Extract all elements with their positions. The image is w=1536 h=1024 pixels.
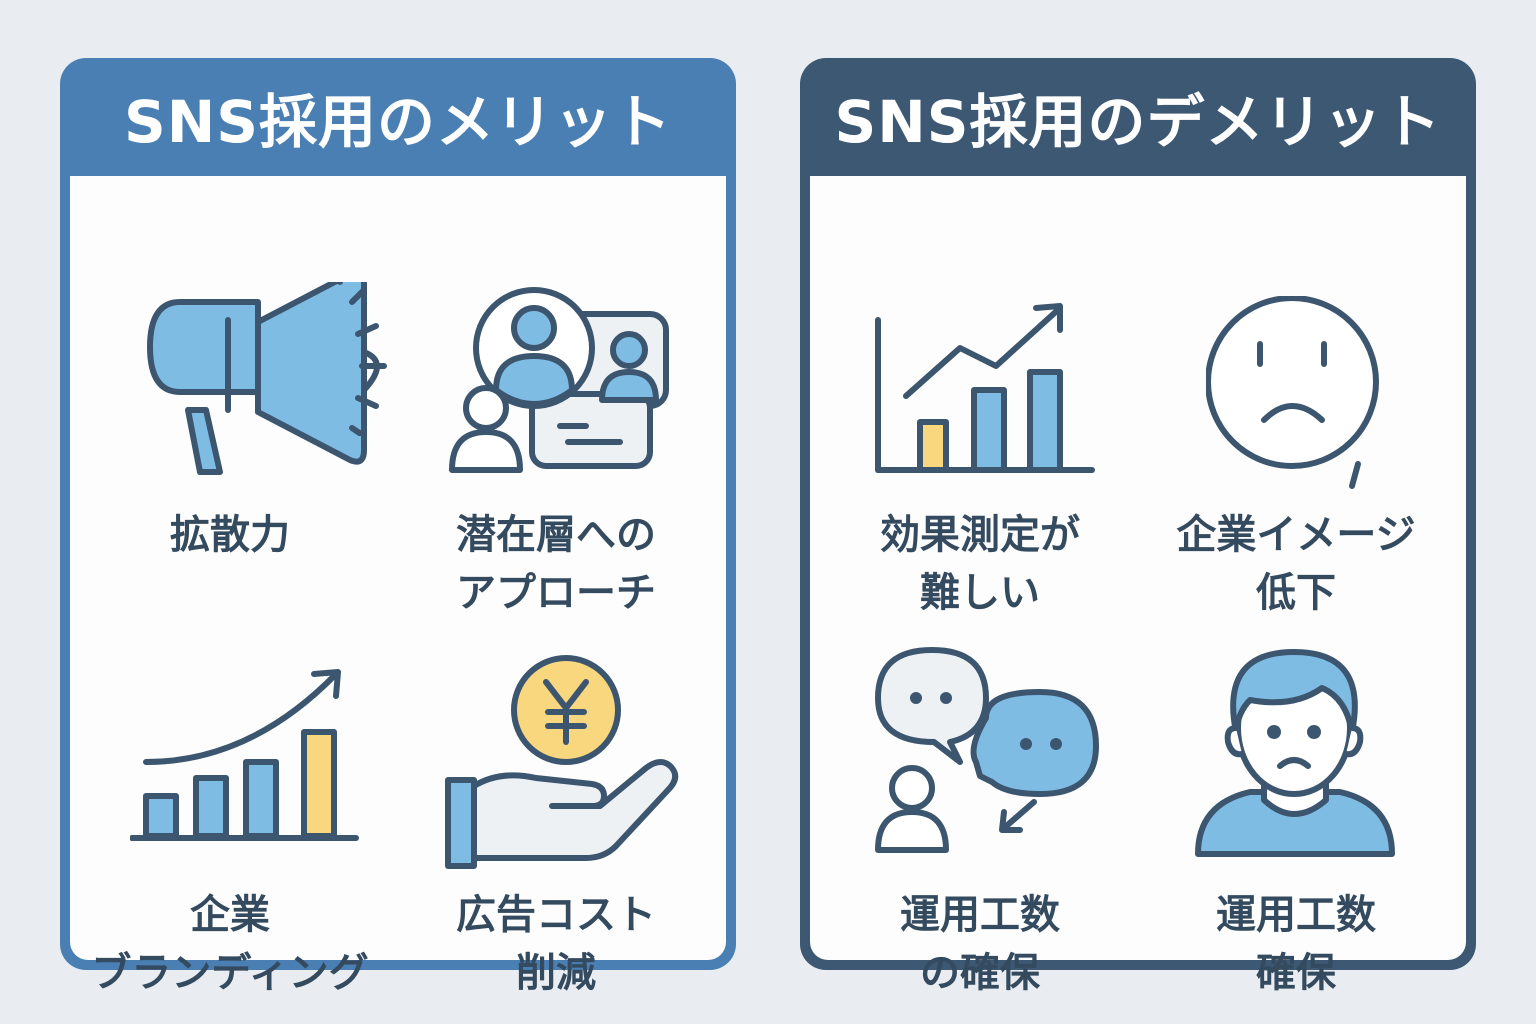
merit-item-branding: 企業 ブランディング — [70, 596, 390, 996]
sad-face-icon — [1206, 296, 1379, 489]
demerit-item-ops-resource: 運用工数 確保 — [1136, 596, 1456, 996]
merit-label-reach: 拡散力 — [170, 512, 290, 558]
merit-label-ad-cost: 広告コスト 削減 — [456, 892, 656, 996]
demerits-body: 効果測定が 難しい 企業イメージ 低下 — [810, 176, 1466, 996]
worried-person-icon — [1195, 649, 1395, 857]
demerit-item-measurement: 効果測定が 難しい — [820, 176, 1140, 616]
demerit-label-image-decline: 企業イメージ 低下 — [1176, 512, 1416, 616]
merits-body: 拡散力 潜在層への — [70, 176, 726, 996]
merits-panel: SNS採用のメリット — [60, 58, 736, 996]
trend-chart-icon — [875, 303, 1095, 473]
demerits-panel: SNS採用のデメリット 効果測定が 難しい — [800, 58, 1476, 996]
growth-bar-chart-icon — [130, 669, 359, 841]
merits-title: SNS採用のメリット — [123, 88, 673, 156]
demerit-item-ops-workload: 運用工数 の確保 — [820, 596, 1140, 996]
merit-item-reach: 拡散力 — [70, 176, 390, 596]
people-profile-icon — [449, 287, 669, 473]
demerits-title: SNS採用のデメリット — [834, 88, 1442, 156]
merit-item-ad-cost: 広告コスト 削減 — [396, 596, 716, 996]
yen-coin-hand-icon — [445, 655, 679, 869]
merit-label-latent-audience: 潜在層への アプローチ — [456, 512, 656, 616]
demerit-label-ops-workload: 運用工数 の確保 — [900, 892, 1060, 996]
demerit-label-ops-resource: 運用工数 確保 — [1216, 892, 1376, 996]
megaphone-icon — [147, 282, 380, 475]
sound-waves-icon — [349, 287, 387, 436]
merit-label-branding: 企業 ブランディング — [91, 892, 369, 996]
chat-bubbles-person-icon — [875, 647, 1099, 853]
demerit-item-image-decline: 企業イメージ 低下 — [1136, 176, 1456, 616]
demerit-label-measurement: 効果測定が 難しい — [880, 512, 1080, 616]
merit-item-latent-audience: 潜在層への アプローチ — [396, 176, 716, 616]
